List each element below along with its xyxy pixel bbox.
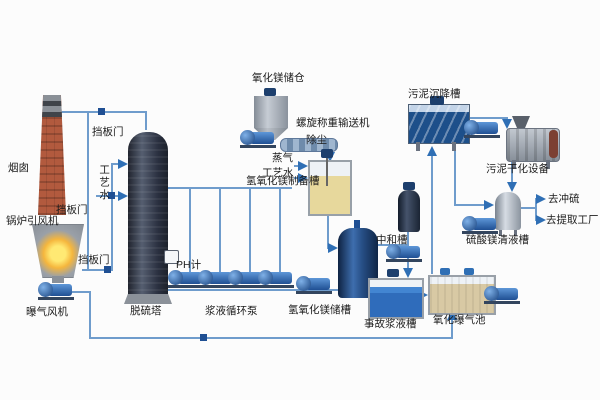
circulation-pump-1 [168, 270, 204, 288]
label-neutralization-tank: 中和槽 [376, 234, 408, 246]
label-oxidation-pool: 氧化曝气池 [433, 314, 486, 326]
prep-tank-agitator-motor [321, 149, 333, 158]
accident-tank-agitator-motor [387, 269, 399, 277]
prep-tank-agitator-shaft [326, 158, 328, 186]
aerator-icon-1 [440, 268, 450, 275]
label-process-water-tower: 工艺水 [98, 164, 111, 202]
label-aeration-fan: 曝气风机 [26, 306, 68, 318]
settler-leg-left [416, 142, 420, 151]
pipe-settler-to-clear-tank [454, 143, 494, 210]
neutral-transfer-pump [386, 244, 422, 262]
boiler-chute [52, 276, 64, 283]
label-circulation-pump: 浆液循环泵 [205, 305, 258, 317]
mgso4-clear-tank-shape [495, 192, 521, 230]
circulation-pump-2 [198, 270, 234, 288]
dryer-feed-hopper [512, 116, 530, 129]
label-damper-top: 挡板门 [92, 126, 124, 138]
label-sludge-settler: 污泥沉降槽 [408, 88, 461, 100]
label-damper-mid: 挡板门 [56, 204, 88, 216]
neutral-tank-motor [403, 182, 415, 190]
mgoh-preparation-tank [308, 160, 352, 216]
label-ph-meter: PH计 [176, 259, 202, 271]
screw-conveyor-body [280, 138, 338, 152]
circulation-pump-4 [258, 270, 294, 288]
clear-tank-pump [462, 216, 498, 234]
tower-base [124, 294, 172, 304]
label-boiler-fan: 锅炉引风机 [6, 215, 59, 227]
label-steam: 蒸气 [272, 152, 293, 164]
chimney-top-bands [42, 95, 62, 117]
label-accident-slurry-tank: 事故浆液槽 [364, 318, 417, 330]
pipe-to-flush [535, 194, 546, 208]
conveyor-motor-pump-icon [240, 130, 276, 148]
storage-top-nozzle [354, 220, 360, 228]
settler-drive-motor [430, 96, 444, 105]
label-process-water-prep: 工艺水 [262, 167, 294, 179]
label-tower: 脱硫塔 [130, 305, 162, 317]
sludge-settler-shape [408, 104, 470, 144]
valve-inlet-duct [104, 266, 111, 273]
ph-meter-instrument [164, 250, 179, 264]
pool-transfer-pump [484, 286, 520, 304]
settler-leg-right [452, 142, 456, 151]
label-mgoh-prep-tank: 氢氧化镁制备槽 [246, 175, 320, 187]
aerator-icon-2 [464, 268, 474, 275]
label-dust-removal: 除尘 [306, 134, 327, 146]
accident-slurry-tank-shape [368, 278, 424, 319]
label-to-extraction-plant: 去提取工厂 [546, 214, 599, 226]
valve-process-water [108, 192, 115, 199]
pipe-flue-inlet-duct [82, 159, 128, 271]
label-mgo-silo: 氧化镁储仓 [252, 72, 305, 84]
pipe-to-extraction [535, 208, 546, 225]
label-damper-bottom: 挡板门 [78, 254, 110, 266]
settler-outlet-pump [464, 120, 500, 138]
label-to-sulfur-flush: 去冲硫 [548, 193, 580, 205]
label-mgso4-clear-tank: 硫酸镁清液槽 [466, 234, 529, 246]
storage-discharge-pump [296, 276, 332, 294]
clear-tank-leg-left [499, 230, 502, 236]
neutralization-tank-shape [398, 190, 420, 232]
pipe-settler-to-dryer [468, 117, 512, 129]
label-screw-conveyor: 螺旋称重输送机 [296, 117, 370, 129]
mgo-silo [254, 96, 288, 128]
dryer-drive-disc [549, 130, 558, 158]
silo-motor-icon [264, 88, 276, 96]
clear-tank-leg-right [514, 230, 517, 236]
valve-air-line [200, 334, 207, 341]
oxidation-aeration-pool-shape [428, 275, 496, 315]
desulfurization-tower [128, 132, 168, 298]
aeration-fan-pump-icon [38, 282, 74, 300]
label-sludge-dryer: 污泥干化设备 [486, 163, 549, 175]
valve-outlet-duct [98, 108, 105, 115]
pipe-aeration-air [72, 291, 457, 339]
pipe-prep-to-storage [327, 212, 338, 253]
circulation-pump-3 [228, 270, 264, 288]
label-mgoh-storage-tank: 氢氧化镁储槽 [288, 304, 351, 316]
dryer-leg-left [512, 160, 516, 169]
label-chimney: 烟囱 [8, 162, 29, 174]
dryer-leg-right [546, 160, 550, 169]
